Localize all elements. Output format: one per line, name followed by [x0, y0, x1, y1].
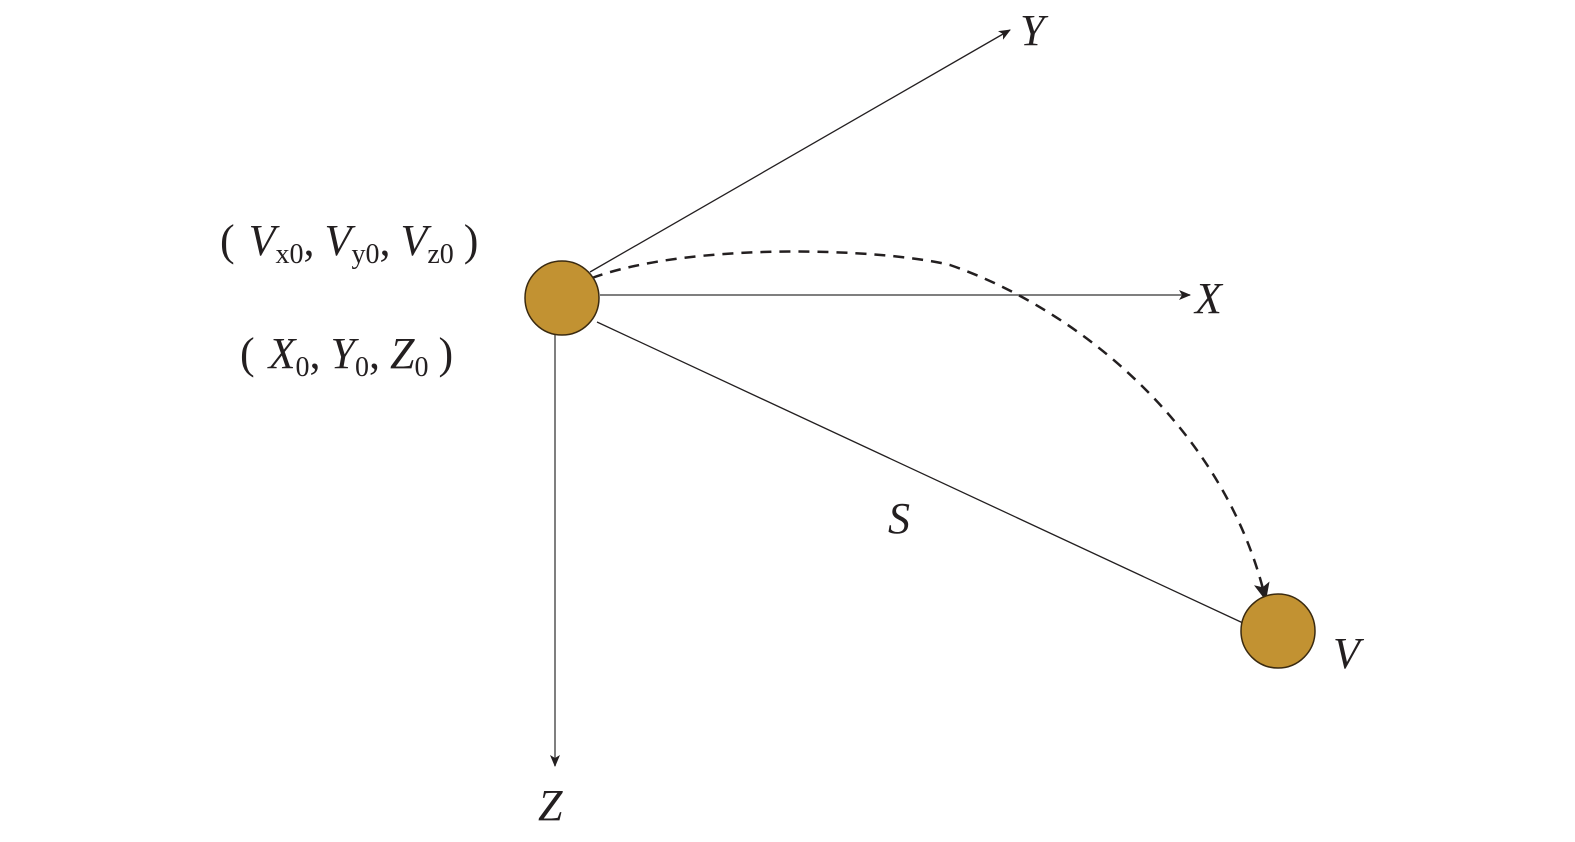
y-axis: [589, 29, 1011, 273]
x-axis-label: X: [1193, 274, 1224, 323]
displacement-line-s: [596, 321, 1244, 624]
origin-ball: [524, 260, 600, 336]
trajectory-curve: [591, 250, 1270, 601]
z-axis-label: Z: [538, 781, 563, 830]
end-ball: [1240, 593, 1316, 669]
y-axis-label: Y: [1020, 6, 1049, 55]
initial-position-label: (X0,Y0,Z0): [240, 329, 453, 383]
initial-velocity-label: (Vx0,Vy0,Vz0): [220, 216, 478, 270]
s-label: S: [888, 494, 910, 543]
v-label: V: [1333, 629, 1365, 678]
